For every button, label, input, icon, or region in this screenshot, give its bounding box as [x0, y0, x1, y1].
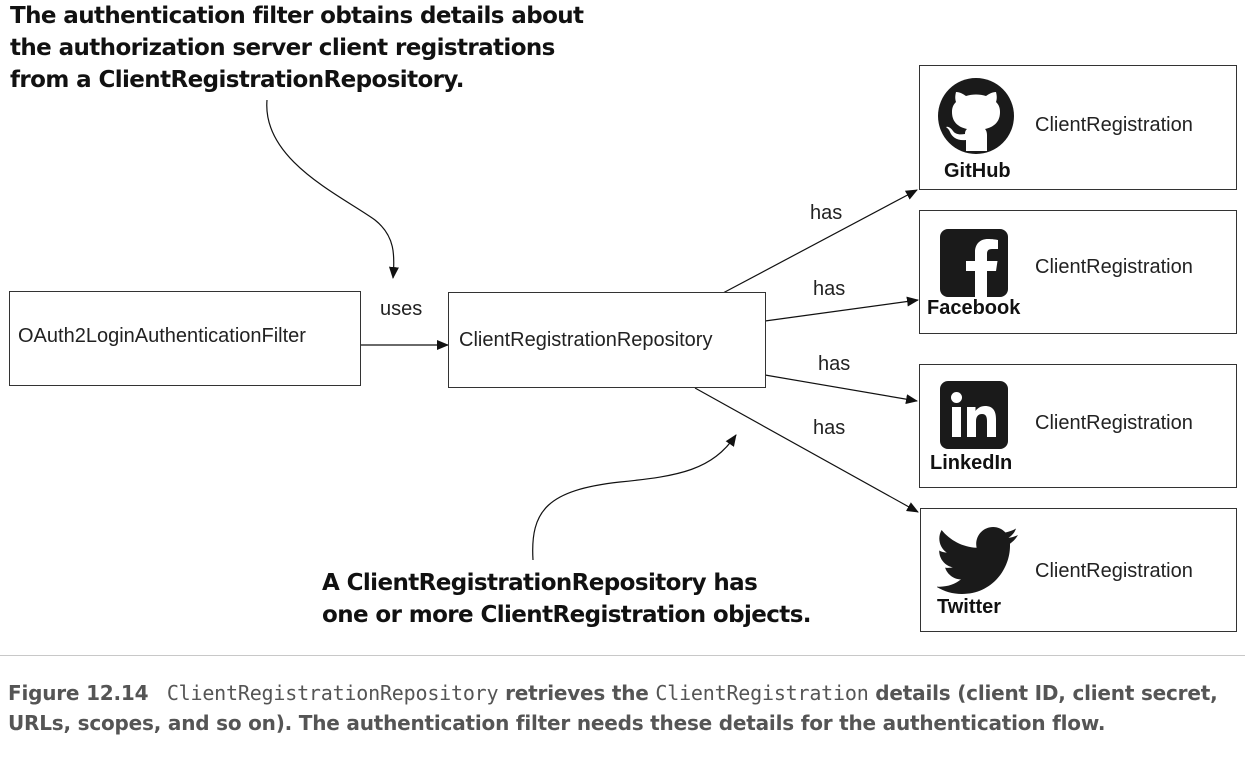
callout-arrow-bottom — [532, 434, 737, 561]
client-registration-label: ClientRegistration — [1035, 256, 1193, 278]
linkedin-icon — [940, 381, 1008, 449]
has-label-linkedin: has — [818, 353, 851, 375]
has-arrow-twitter — [694, 387, 919, 513]
client-registration-label: ClientRegistration — [1035, 560, 1193, 582]
annotation-line: from a ClientRegistrationRepository. — [10, 67, 464, 93]
github-icon — [938, 78, 1014, 154]
uses-label: uses — [380, 298, 423, 320]
has-label-github: has — [810, 202, 843, 224]
has-arrow-facebook — [764, 296, 919, 322]
connector-layer — [266, 99, 919, 561]
has-label-twitter: has — [813, 417, 846, 439]
annotation-line: A ClientRegistrationRepository has — [322, 570, 758, 596]
filter-node: OAuth2LoginAuthenticationFilter — [9, 291, 361, 386]
filter-node-label: OAuth2LoginAuthenticationFilter — [18, 325, 306, 347]
repository-node-label: ClientRegistrationRepository — [459, 329, 713, 351]
callout-arrow-top — [266, 99, 399, 279]
figure-caption: Figure 12.14 ClientRegistrationRepositor… — [8, 678, 1240, 738]
client-registration-label: ClientRegistration — [1035, 412, 1193, 434]
annotation-filter-details: The authentication filter obtains detail… — [10, 0, 600, 96]
twitter-icon — [937, 527, 1018, 594]
client-registration-label: ClientRegistration — [1035, 114, 1193, 136]
facebook-icon — [940, 229, 1008, 297]
client-registration-facebook: Facebook ClientRegistration — [919, 210, 1237, 334]
annotation-repository-has: A ClientRegistrationRepository has one o… — [322, 567, 842, 631]
provider-name-linkedin: LinkedIn — [930, 452, 1013, 474]
has-arrow-github — [722, 189, 918, 294]
caption-text: details (client ID, client secret, URLs,… — [8, 681, 1218, 735]
caption-code-repository: ClientRegistrationRepository — [166, 681, 499, 705]
has-label-facebook: has — [813, 278, 846, 300]
provider-name-github: GitHub — [944, 160, 1011, 182]
client-registration-twitter: Twitter ClientRegistration — [920, 508, 1237, 632]
has-arrow-linkedin — [764, 374, 918, 405]
provider-name-twitter: Twitter — [937, 596, 1002, 618]
figure-number: Figure 12.14 — [8, 681, 149, 705]
client-registration-linkedin: LinkedIn ClientRegistration — [919, 364, 1237, 488]
caption-code-registration: ClientRegistration — [655, 681, 869, 705]
caption-text: retrieves the — [498, 681, 656, 705]
annotation-line: one or more ClientRegistration objects. — [322, 602, 812, 628]
client-registration-github: GitHub ClientRegistration — [919, 65, 1237, 190]
annotation-line: the authorization server client registra… — [10, 35, 555, 61]
provider-name-facebook: Facebook — [927, 297, 1021, 319]
annotation-line: The authentication filter obtains detail… — [10, 3, 584, 29]
caption-divider — [0, 655, 1245, 656]
repository-node: ClientRegistrationRepository — [448, 292, 766, 388]
